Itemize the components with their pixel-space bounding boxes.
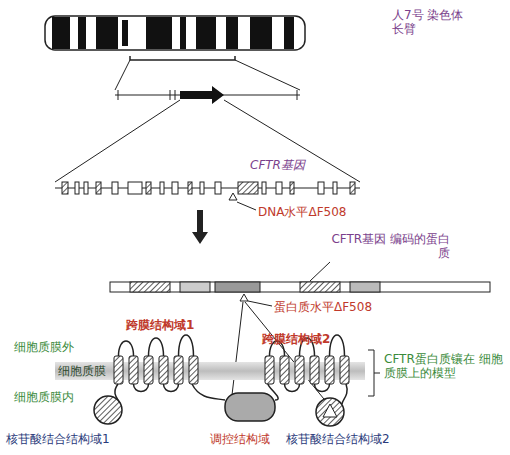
label: 蛋白质水平ΔF508 <box>274 300 372 314</box>
label: 调控结构域 <box>210 432 270 446</box>
gene-arrow <box>180 86 224 104</box>
exon <box>112 182 118 194</box>
exon <box>128 182 142 194</box>
nbd2 <box>316 398 344 426</box>
membrane-label-region: 细胞质膜 <box>58 362 110 380</box>
exon <box>146 182 151 194</box>
exon <box>200 182 204 194</box>
label: 人7号 染色体长臂 <box>392 8 464 36</box>
label: 跨膜结构域1 <box>126 318 194 332</box>
nbd1 <box>94 396 122 424</box>
exon-map <box>55 182 360 194</box>
label: 细胞质膜外 <box>14 340 74 354</box>
label: 核苷酸结合结构域2 <box>286 432 390 446</box>
helix <box>280 356 289 384</box>
label: CFTR基因 编码的蛋白质 <box>330 232 450 260</box>
exon <box>62 182 68 194</box>
exon <box>75 182 79 194</box>
exon <box>172 182 178 194</box>
helix <box>129 356 138 384</box>
helix <box>325 356 334 384</box>
regulatory-domain <box>225 393 275 421</box>
label: 细胞质膜内 <box>14 390 74 404</box>
exon <box>238 182 258 194</box>
exon <box>262 182 266 194</box>
helix <box>159 356 168 384</box>
exon <box>350 182 355 194</box>
exon <box>318 182 324 194</box>
exon <box>188 182 192 194</box>
label: CFTR基因 <box>250 158 305 172</box>
down-arrow <box>192 210 208 244</box>
loop <box>119 335 194 392</box>
helix <box>114 356 123 384</box>
label: 跨膜结构域2 <box>262 332 330 346</box>
helix <box>340 356 349 384</box>
exon <box>276 182 282 194</box>
mutation-marker <box>229 193 237 200</box>
exon <box>333 182 337 194</box>
label: CFTR蛋白质镶在 细胞质膜上的模型 <box>384 352 506 380</box>
label: 核苷酸结合结构域1 <box>6 432 110 446</box>
chromosome <box>45 16 305 60</box>
exon <box>215 182 221 194</box>
helix <box>295 356 304 384</box>
helix <box>174 356 183 384</box>
exon <box>84 182 88 194</box>
exon <box>160 182 164 194</box>
label: DNA水平ΔF508 <box>258 205 346 219</box>
helix <box>189 356 198 384</box>
exon <box>96 182 101 194</box>
protein-bar <box>110 282 490 292</box>
node-text: 细胞质膜 <box>58 364 110 378</box>
exon <box>290 182 294 194</box>
helix <box>144 356 153 384</box>
helix <box>310 356 319 384</box>
helix <box>265 356 274 384</box>
